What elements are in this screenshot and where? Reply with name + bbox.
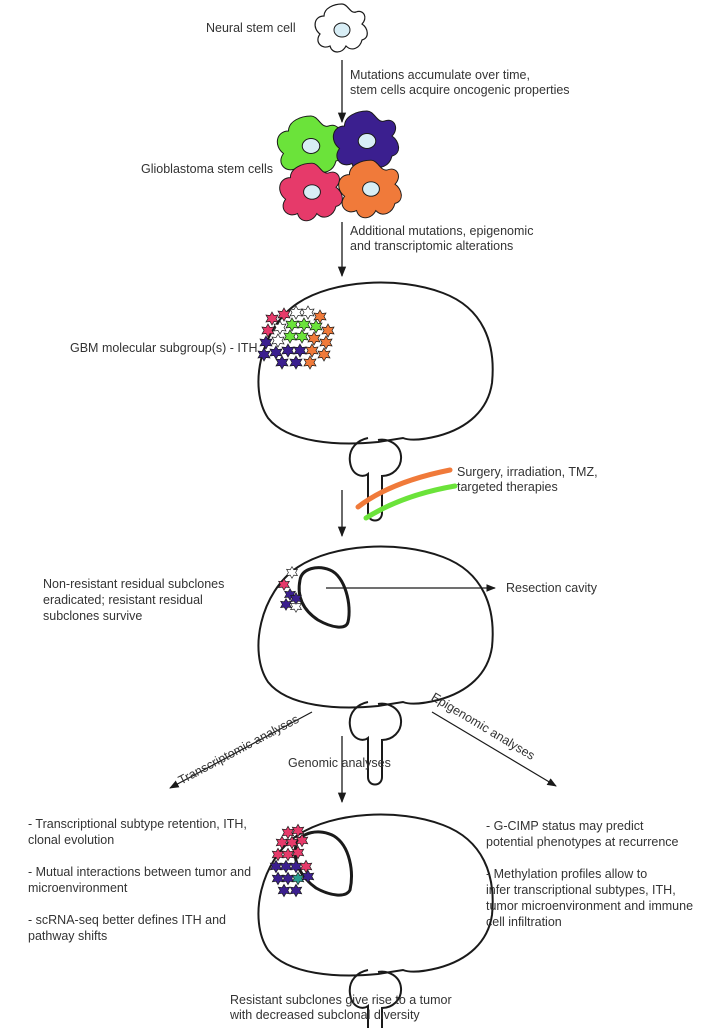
subclone-cell-orange: [305, 343, 319, 358]
subclone-cell-purple: [289, 883, 303, 898]
subclone-cell-orange: [317, 347, 331, 362]
subclone-cell-pink: [275, 835, 289, 850]
subclone-cell-purple: [281, 343, 295, 358]
left-finding-2a: - Mutual interactions between tumor and: [28, 865, 252, 879]
gsc-purple-cell: [332, 110, 400, 172]
subclone-cell-purple: [289, 355, 303, 370]
neural-stem-cell-icon: [314, 3, 368, 53]
left-finding-1a: - Transcriptional subtype retention, ITH…: [28, 817, 247, 831]
label-gbm-subgroups: GBM molecular subgroup(s) - ITH: [70, 341, 258, 355]
left-finding-2b: microenvironment: [28, 881, 128, 895]
label-resection-cavity: Resection cavity: [506, 581, 598, 595]
label-therapy-line-2: targeted therapies: [457, 480, 558, 494]
gsc-orange-cell: [338, 159, 402, 219]
left-finding-1b: clonal evolution: [28, 833, 115, 847]
label-nonresistant-line-1: Non-resistant residual subclones: [43, 577, 225, 591]
left-finding-3b: pathway shifts: [28, 929, 108, 943]
glioblastoma-stem-cells-icon: [276, 110, 402, 222]
gsc-green-cell: [276, 115, 344, 177]
subclone-cell-purple: [301, 869, 315, 884]
subclone-cell-purple: [271, 871, 285, 886]
resection-cavity-outline-1: [297, 566, 351, 629]
therapy-swoosh-orange: [355, 467, 453, 510]
left-finding-3a: - scRNA-seq better defines ITH and: [28, 913, 226, 927]
label-genomic-analyses: Genomic analyses: [288, 756, 391, 770]
subclone-cell-orange: [321, 323, 335, 338]
arrow-transcriptomic: [169, 711, 313, 789]
subclone-cell-purple: [275, 355, 289, 370]
label-additional-line-2: and transcriptomic alterations: [350, 239, 514, 253]
subclone-cell-pink: [281, 847, 295, 862]
subclone-cell-white: [271, 333, 285, 348]
subclone-cell-purple: [293, 343, 307, 358]
label-mutations-line-1: Mutations accumulate over time,: [350, 68, 530, 82]
subclone-cell-white: [301, 305, 315, 320]
label-bottom-line-1: Resistant subclones give rise to a tumor: [230, 993, 452, 1007]
right-finding-2c: tumor microenvironment and immune: [486, 899, 694, 913]
subclone-cell-purple: [277, 883, 291, 898]
label-neural-stem-cell: Neural stem cell: [206, 21, 296, 35]
right-finding-2b: infer transcriptional subtypes, ITH,: [486, 883, 676, 897]
label-additional-line-1: Additional mutations, epigenomic: [350, 224, 534, 238]
subclone-cell-green: [283, 329, 297, 344]
subclone-cell-green: [285, 317, 299, 332]
subclone-cell-pink: [261, 323, 275, 338]
subclone-cell-purple: [269, 345, 283, 360]
right-finding-1a: - G-CIMP status may predict: [486, 819, 644, 833]
label-nonresistant-line-3: subclones survive: [43, 609, 143, 623]
right-finding-1b: potential phenotypes at recurrence: [486, 835, 679, 849]
subclone-cell-purple: [281, 871, 295, 886]
right-finding-2d: cell infiltration: [486, 915, 562, 929]
subclone-cell-purple: [279, 859, 293, 874]
brain-2-icon: [257, 545, 494, 786]
subclone-cell-purple: [257, 347, 271, 362]
subclone-cell-white: [273, 320, 287, 335]
subclone-cell-orange: [319, 335, 333, 350]
right-finding-2a: - Methylation profiles allow to: [486, 867, 648, 881]
label-nonresistant-line-2: eradicated; resistant residual: [43, 593, 203, 607]
label-bottom-line-2: with decreased subclonal diversity: [230, 1008, 420, 1022]
subclone-cell-orange: [303, 355, 317, 370]
arrow-epigenomic: [431, 711, 557, 787]
subclone-cell-pink: [299, 859, 313, 874]
subclone-cell-purple: [259, 335, 273, 350]
gsc-pink-cell: [279, 162, 343, 222]
subclone-cell-orange: [307, 331, 321, 346]
label-mutations-line-2: stem cells acquire oncogenic properties: [350, 83, 570, 97]
therapy-swoosh-green: [363, 483, 458, 521]
label-therapy-line-1: Surgery, irradiation, TMZ,: [457, 465, 598, 479]
label-glioblastoma-stem-cells: Glioblastoma stem cells: [141, 162, 273, 176]
subclone-cell-pink: [278, 578, 290, 591]
subclone-cell-green: [295, 329, 309, 344]
subclone-cell-green: [297, 317, 311, 332]
